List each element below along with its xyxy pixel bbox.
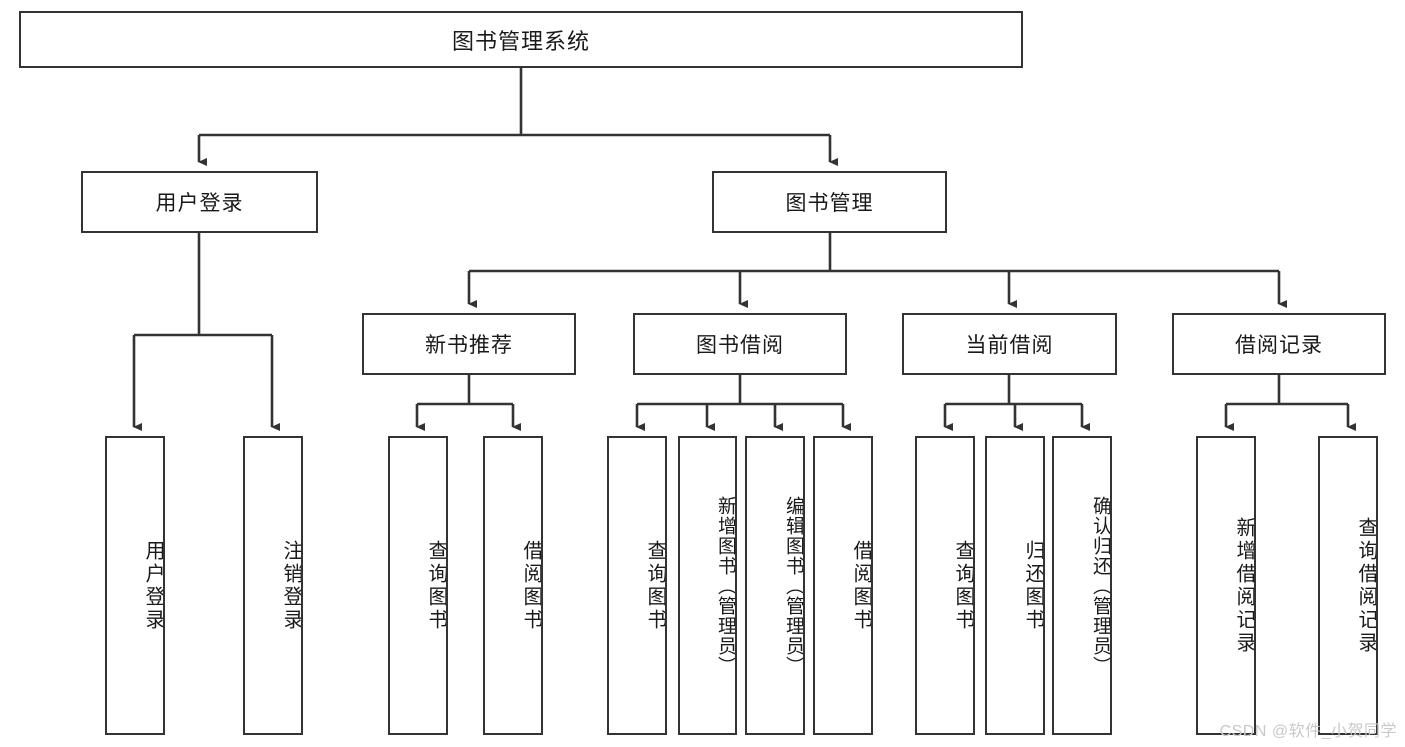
node-leaf-confirm-return-admin[interactable]: 确认归还（管理员） [1052, 436, 1112, 735]
node-label: 借阅图书 [520, 539, 542, 632]
node-leaf-query-book-current[interactable]: 查询图书 [915, 436, 975, 735]
node-label: 查询图书 [644, 539, 666, 632]
node-book-borrow[interactable]: 图书借阅 [633, 313, 847, 375]
node-label: 编辑图书（管理员） [783, 495, 804, 676]
node-label: 当前借阅 [965, 334, 1054, 357]
node-leaf-borrow-book[interactable]: 借阅图书 [813, 436, 873, 735]
node-label: 用户登录 [142, 539, 164, 632]
node-label: 新增图书（管理员） [715, 495, 736, 676]
node-label: 新增借阅记录 [1233, 516, 1255, 655]
node-leaf-query-book-borrow[interactable]: 查询图书 [607, 436, 667, 735]
node-label: 图书借阅 [696, 334, 784, 357]
node-root-book-management-system[interactable]: 图书管理系统 [19, 11, 1023, 68]
node-label: 注销登录 [280, 539, 302, 632]
node-label: 查询图书 [425, 539, 447, 632]
node-label: 查询图书 [952, 539, 974, 632]
node-leaf-add-borrow-record[interactable]: 新增借阅记录 [1196, 436, 1256, 735]
node-leaf-query-book-newbook[interactable]: 查询图书 [388, 436, 448, 735]
node-book-management[interactable]: 图书管理 [712, 171, 947, 233]
node-borrow-record[interactable]: 借阅记录 [1172, 313, 1386, 375]
node-user-login[interactable]: 用户登录 [81, 171, 318, 233]
node-label: 查询借阅记录 [1355, 516, 1377, 655]
node-new-book-recommend[interactable]: 新书推荐 [362, 313, 576, 375]
node-leaf-logout[interactable]: 注销登录 [243, 436, 303, 735]
node-label: 图书管理系统 [451, 28, 590, 54]
node-label: 借阅图书 [850, 539, 872, 632]
node-label: 确认归还（管理员） [1090, 495, 1111, 676]
node-label: 借阅记录 [1235, 334, 1323, 357]
node-current-borrow[interactable]: 当前借阅 [902, 313, 1117, 375]
node-leaf-user-login[interactable]: 用户登录 [105, 436, 165, 735]
node-leaf-add-book-admin[interactable]: 新增图书（管理员） [678, 436, 737, 735]
node-label: 新书推荐 [425, 334, 513, 357]
node-label: 用户登录 [155, 192, 244, 215]
node-label: 图书管理 [785, 192, 874, 215]
node-leaf-query-borrow-record[interactable]: 查询借阅记录 [1318, 436, 1378, 735]
node-leaf-borrow-book-newbook[interactable]: 借阅图书 [483, 436, 543, 735]
node-leaf-return-book[interactable]: 归还图书 [985, 436, 1045, 735]
node-leaf-edit-book-admin[interactable]: 编辑图书（管理员） [745, 436, 805, 735]
node-label: 归还图书 [1022, 539, 1044, 632]
